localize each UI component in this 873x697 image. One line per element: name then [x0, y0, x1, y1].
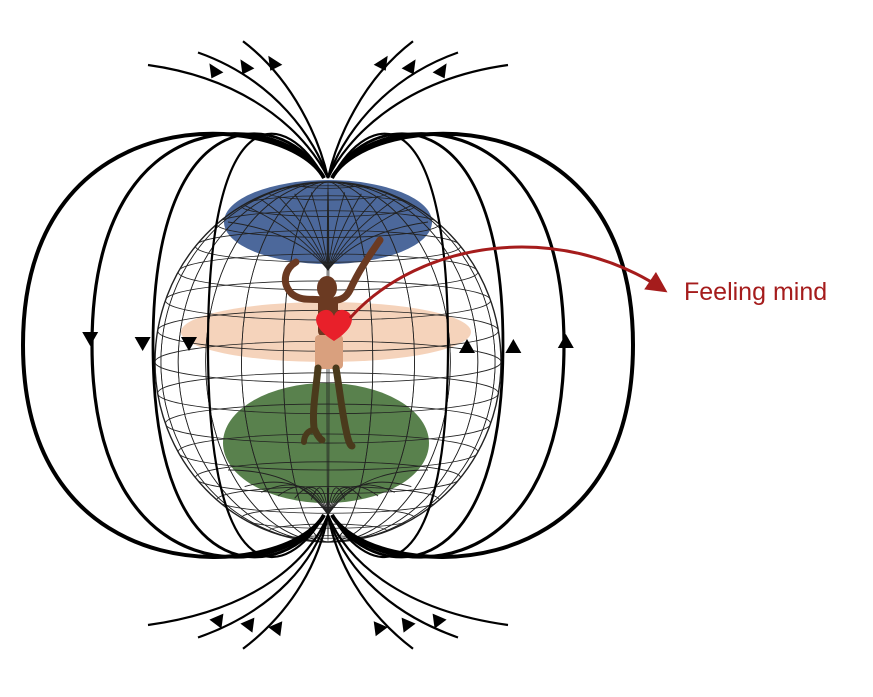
lower-funnel-line: [327, 469, 429, 516]
field-lines: [20, 40, 636, 650]
flux-arrow-bottom: [209, 613, 224, 629]
field-arrow-down: [134, 337, 151, 351]
upper-funnel-line: [227, 221, 329, 271]
field-line-left: [206, 132, 325, 559]
upper-funnel-line: [294, 193, 329, 271]
flux-arrow-bottom: [268, 621, 283, 637]
flux-arrow-bottom: [401, 617, 416, 633]
upper-funnel-line: [327, 195, 379, 271]
lower-funnel-line: [227, 469, 329, 516]
incoming-flux-line-top: [326, 40, 414, 179]
upper-funnel-line: [327, 192, 346, 271]
outgoing-flux-line-bottom: [326, 514, 414, 650]
upper-funnel-line: [277, 195, 329, 271]
incoming-flux-line-top: [327, 63, 509, 179]
upper-funnel-line: [310, 192, 329, 271]
outgoing-flux-line-bottom: [326, 514, 509, 627]
lower-funnel-line: [327, 484, 395, 516]
lower-funnel-line: [327, 481, 412, 516]
outgoing-flux-line-bottom: [242, 514, 330, 650]
field-line-right: [331, 132, 450, 559]
upper-funnel-line: [327, 205, 412, 271]
field-arrow-down: [181, 337, 197, 351]
sphere-outline: [154, 181, 502, 543]
outgoing-flux-line-bottom: [326, 514, 459, 639]
outgoing-flux-line-bottom: [197, 514, 330, 639]
lower-funnel-line: [327, 487, 346, 516]
flux-arrow-top: [432, 63, 447, 79]
flux-arrow-top: [209, 63, 224, 79]
pole-funnels: [227, 192, 429, 516]
flux-arrow-bottom: [432, 613, 447, 629]
lower-funnel-line: [294, 487, 329, 516]
incoming-flux-line-top: [242, 40, 330, 179]
sphere-longitude-line: [241, 182, 415, 542]
flux-arrow-top: [268, 55, 283, 71]
incoming-flux-line-top: [197, 51, 330, 179]
flux-arrow-top: [240, 59, 255, 75]
flux-arrow-bottom: [373, 621, 388, 637]
sphere-longitude-line: [282, 182, 374, 542]
outgoing-flux-line-bottom: [147, 514, 330, 627]
feeling-mind-label: Feeling mind: [684, 278, 828, 306]
upper-funnel-line: [327, 221, 429, 271]
flux-arrow-top: [401, 59, 416, 75]
incoming-flux-line-top: [147, 63, 329, 179]
upper-funnel-line: [327, 193, 362, 271]
flux-arrow-top: [373, 55, 388, 71]
field-arrow-up: [505, 339, 522, 353]
sphere-longitude-line: [205, 182, 451, 542]
lower-funnel-line: [327, 486, 379, 516]
upper-funnel-line: [244, 205, 329, 271]
sphere-longitude-line: [160, 182, 496, 542]
upper-funnel-line: [327, 199, 395, 271]
field-arrow-down: [82, 332, 99, 346]
lower-funnel-line: [327, 487, 362, 516]
sphere-longitude-line: [177, 182, 479, 542]
incoming-flux-line-top: [326, 51, 459, 179]
heart-icon: [316, 309, 352, 341]
field-arrow-up: [459, 339, 475, 353]
field-arrow-up: [557, 334, 574, 348]
flux-arrow-bottom: [240, 617, 255, 633]
upper-funnel-line: [261, 199, 329, 271]
lower-funnel-line: [310, 487, 329, 516]
callout-arrow: [348, 245, 668, 320]
